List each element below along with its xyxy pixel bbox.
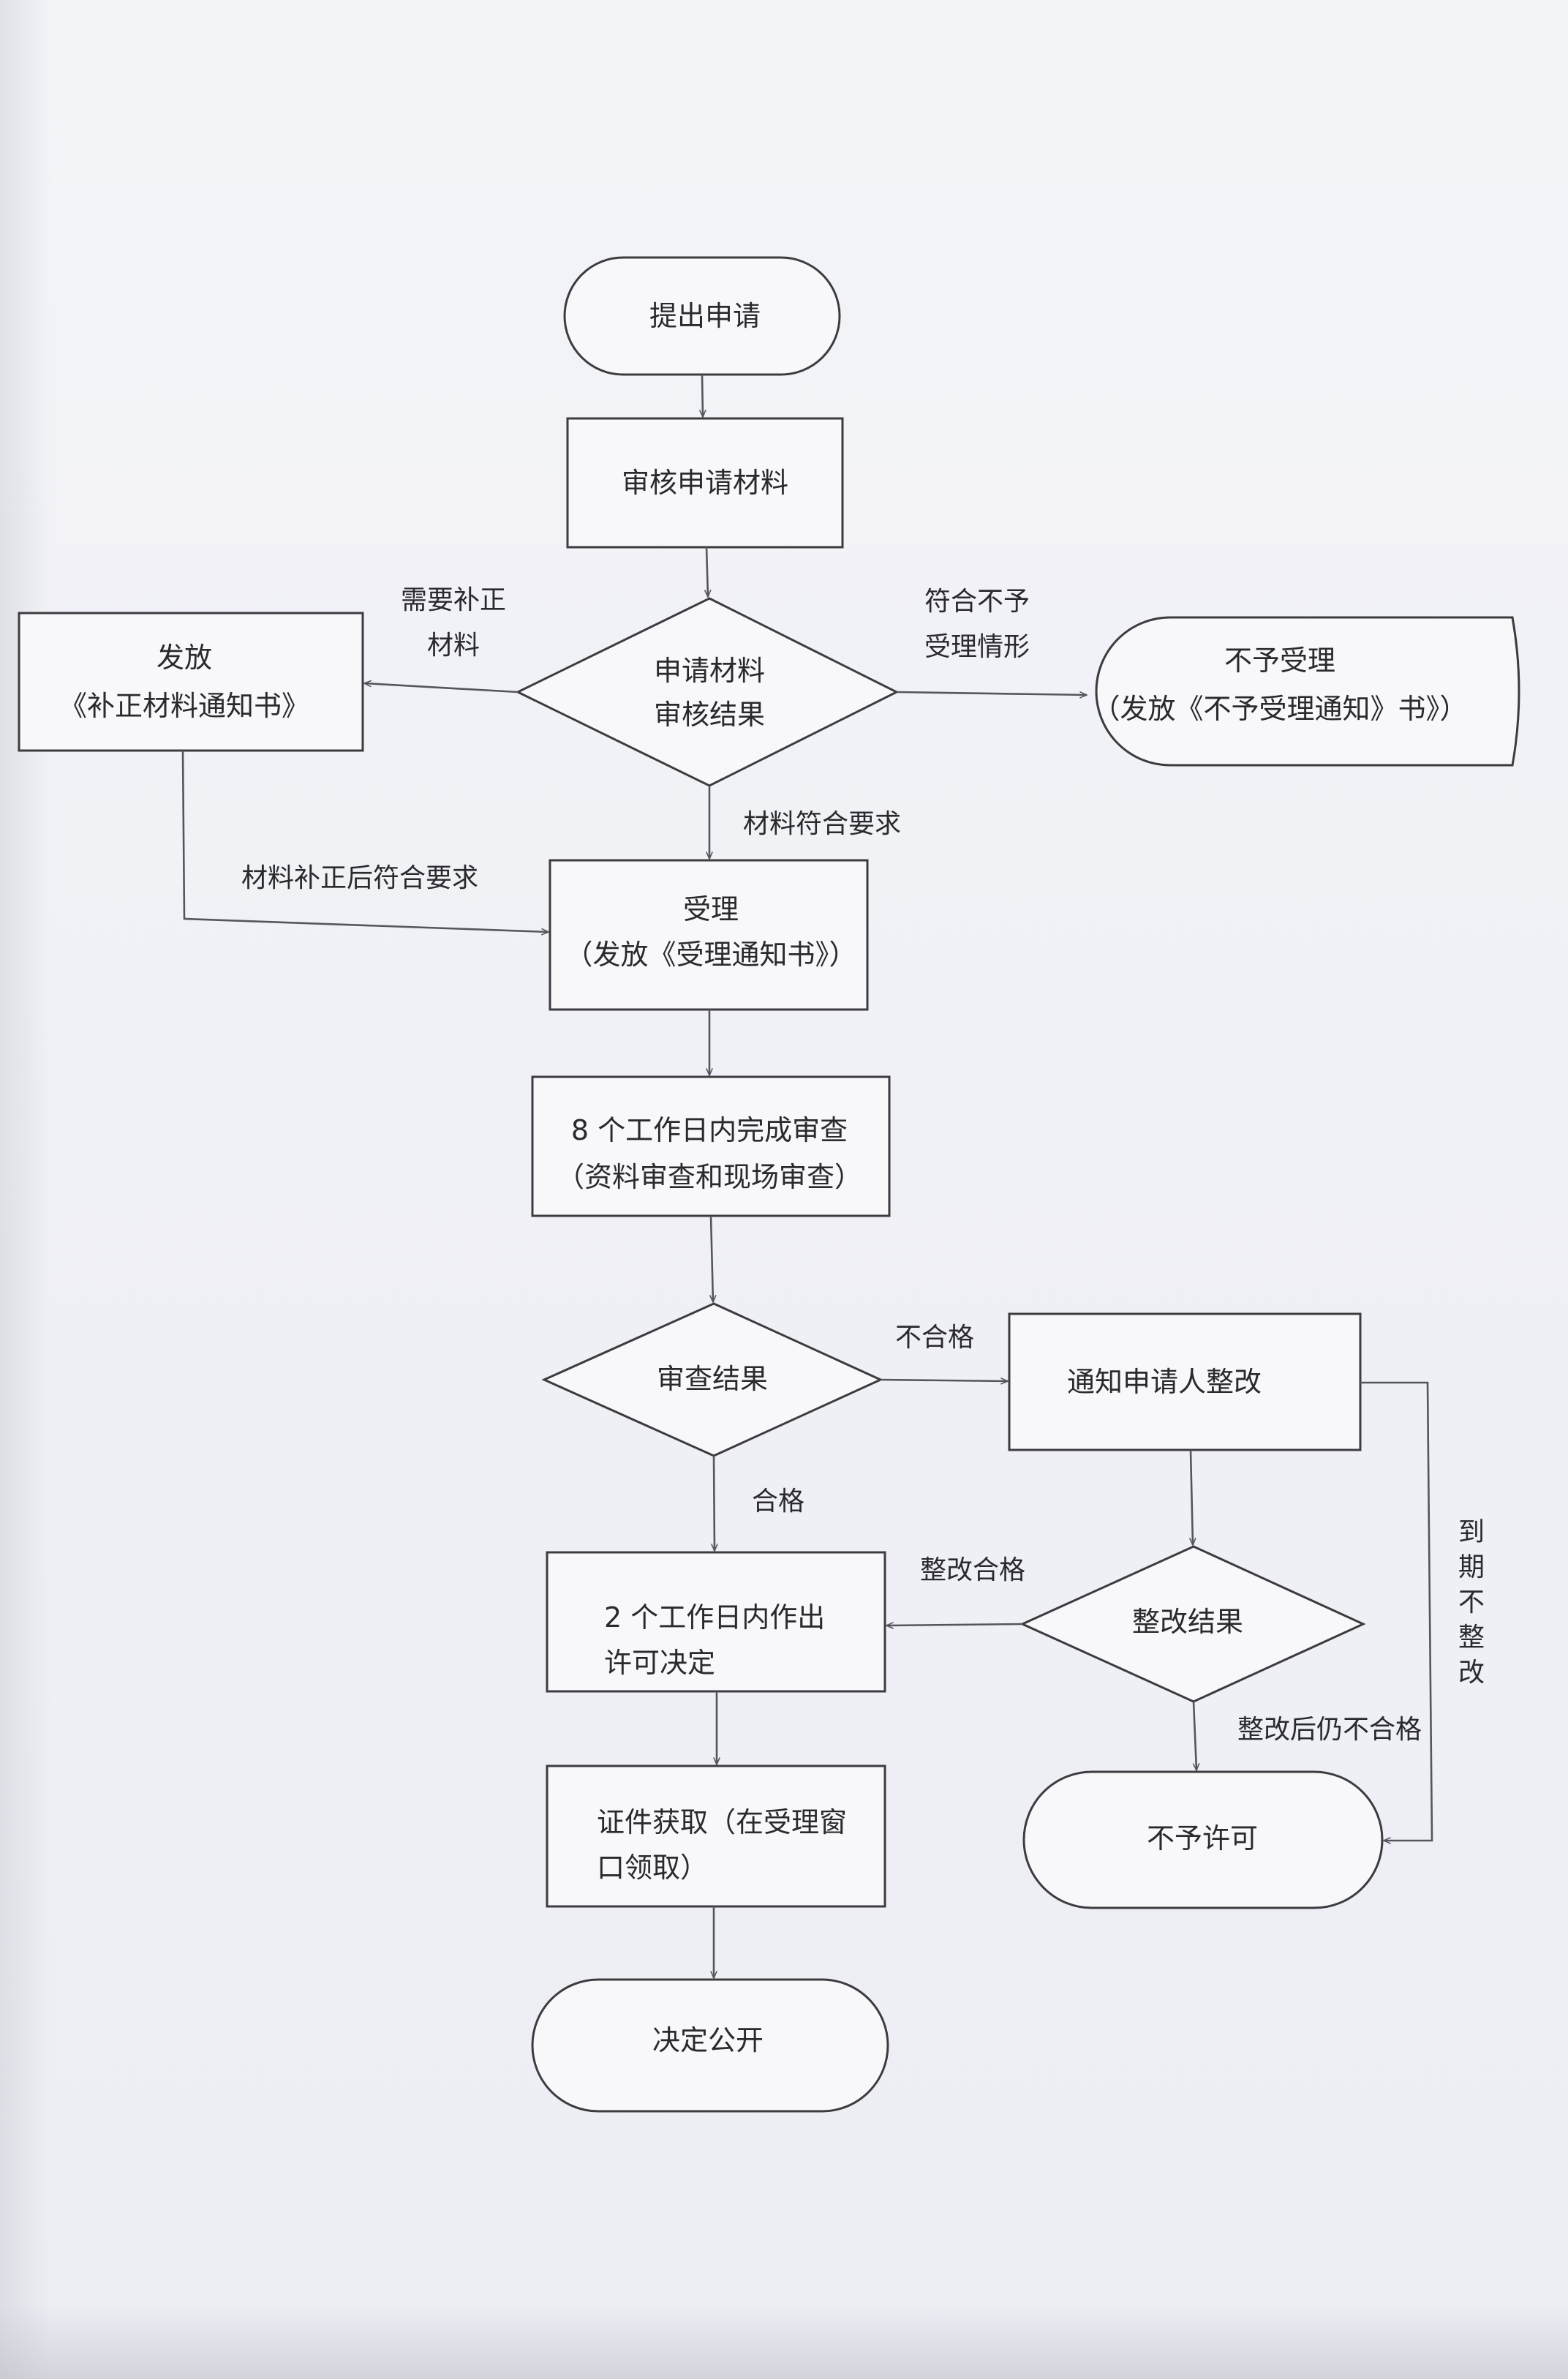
node-supplement-label-line: 《补正材料通知书》	[59, 690, 309, 722]
node-review	[566, 417, 844, 549]
edge-label-not-accept-case-line: 符合不予	[924, 587, 1030, 617]
node-accept-label: 受理 （发放《受理通知书》）	[565, 893, 856, 971]
edge-label-pass-line: 合格	[752, 1487, 804, 1517]
edge-label-materials-ok-line: 材料符合要求	[743, 809, 901, 839]
node-review-result	[515, 597, 900, 787]
edge-label-fix-pass: 整改合格	[920, 1555, 1025, 1585]
edge-label-fail-line: 不合格	[895, 1323, 974, 1353]
node-accept	[549, 859, 869, 1011]
edge-label-need-supplement-line: 需要补正	[401, 585, 506, 615]
node-decide-label-line: 2 个工作日内作出	[604, 1601, 825, 1634]
node-reject-accept	[1095, 616, 1520, 767]
edge-label-overdue-line: 整	[1458, 1623, 1485, 1653]
edge-label-need-supplement-line: 材料	[427, 631, 480, 661]
node-collect	[546, 1764, 886, 1908]
edge-label-fix-fail-line: 整改后仍不合格	[1237, 1715, 1422, 1745]
edge-label-overdue-line: 改	[1458, 1658, 1485, 1688]
node-notify-fix-label: 通知申请人整改	[1067, 1366, 1262, 1398]
paper-shadow-bottom	[0, 2304, 1568, 2379]
edge-label-overdue: 到期不整改	[1458, 1517, 1485, 1688]
node-start-label-line: 提出申请	[649, 300, 761, 332]
edge-label-overdue-line: 不	[1458, 1587, 1485, 1617]
arrow-fixresult-to-deny	[1194, 1701, 1196, 1770]
node-review-label-line: 审核申请材料	[622, 467, 788, 499]
node-accept-label-line: 受理	[683, 893, 739, 925]
node-reject-accept-label-line: 不予受理	[1224, 644, 1335, 677]
arrow-review-to-result	[706, 546, 708, 597]
edge-label-not-accept-case: 符合不予受理情形	[924, 587, 1030, 662]
edge-label-fix-fail: 整改后仍不合格	[1237, 1715, 1422, 1745]
arrow-notify-to-deny-overdue	[1360, 1381, 1433, 1841]
edge-label-pass: 合格	[752, 1487, 804, 1517]
edge-label-supplement-ok: 材料补正后符合要求	[241, 863, 478, 893]
edge-label-overdue-line: 期	[1458, 1552, 1485, 1582]
arrow-start-to-review	[702, 374, 703, 417]
arrow-fixresult-to-decide	[886, 1624, 1023, 1626]
node-start-label: 提出申请	[649, 300, 761, 332]
node-inspect-result-label-line: 审查结果	[657, 1363, 768, 1395]
node-collect-label-line: 证件获取（在受理窗	[597, 1806, 847, 1838]
edge-label-supplement-ok-line: 材料补正后符合要求	[241, 863, 478, 893]
arrow-result-to-notify	[880, 1380, 1008, 1381]
node-collect-label: 证件获取（在受理窗口领取）	[597, 1806, 847, 1884]
node-deny	[1022, 1770, 1384, 1909]
arrow-inspect-to-result	[711, 1215, 713, 1302]
arrow-notify-to-fixresult	[1191, 1449, 1193, 1545]
node-supplement-label: 发放《补正材料通知书》	[59, 642, 309, 722]
edge-label-fix-pass-line: 整改合格	[920, 1555, 1025, 1585]
edge-label-overdue-line: 到	[1458, 1517, 1485, 1547]
node-review-result-label-line: 审核结果	[654, 699, 765, 731]
arrow-result-to-supplement	[364, 683, 519, 694]
node-inspect-label: 8 个工作日内完成审查 （资料审查和现场审查）	[557, 1114, 862, 1193]
node-publish-label: 决定公开	[652, 2024, 764, 2056]
node-review-label: 审核申请材料	[622, 467, 788, 499]
arrow-result-to-reject	[896, 691, 1087, 695]
node-decide-label-line: 许可决定	[604, 1647, 715, 1679]
edge-label-need-supplement: 需要补正材料	[401, 585, 506, 661]
node-reject-accept-label-line: （发放《不予受理通知》书》）	[1092, 693, 1467, 725]
paper-shadow-left	[0, 0, 51, 2379]
node-inspect-label-line: （资料审查和现场审查）	[557, 1161, 862, 1193]
node-collect-label-line: 口领取）	[597, 1852, 708, 1884]
arrow-supplement-to-accept	[181, 750, 549, 932]
node-supplement-label-line: 发放	[157, 642, 212, 674]
node-inspect-result-label: 审查结果	[657, 1363, 768, 1395]
node-supplement	[18, 612, 364, 752]
node-fix-result-label: 整改结果	[1132, 1606, 1243, 1638]
node-accept-label-line: （发放《受理通知书》）	[565, 939, 856, 971]
node-reject-accept-label: 不予受理 （发放《不予受理通知》书》）	[1092, 644, 1467, 725]
node-deny-label-line: 不予许可	[1147, 1822, 1258, 1854]
node-notify-fix-label-line: 通知申请人整改	[1067, 1366, 1262, 1398]
node-review-result-label: 申请材料审核结果	[654, 655, 765, 731]
node-decide-label: 2 个工作日内作出许可决定	[604, 1601, 825, 1679]
node-inspect	[531, 1075, 891, 1217]
node-deny-label: 不予许可	[1147, 1822, 1258, 1854]
arrow-result-to-decide	[714, 1455, 715, 1551]
edge-label-fail: 不合格	[895, 1323, 974, 1353]
node-publish	[531, 1978, 889, 2113]
node-inspect-label-line: 8 个工作日内完成审查	[571, 1114, 848, 1146]
node-fix-result-label-line: 整改结果	[1132, 1606, 1243, 1638]
node-publish-label-line: 决定公开	[652, 2024, 764, 2056]
edge-label-not-accept-case-line: 受理情形	[924, 632, 1030, 662]
edge-label-materials-ok: 材料符合要求	[743, 809, 901, 839]
node-review-result-label-line: 申请材料	[654, 655, 765, 687]
